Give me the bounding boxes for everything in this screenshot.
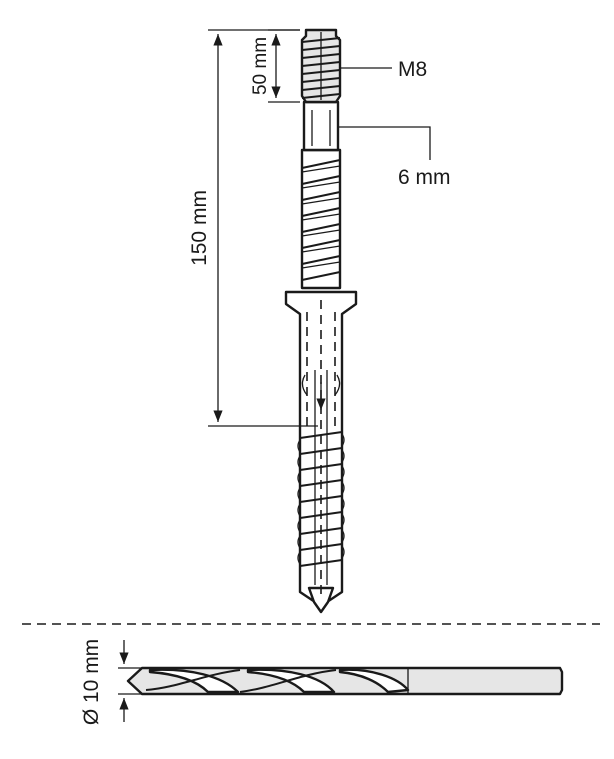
thread-label: M8 [398,58,427,81]
thread-length-label: 50 mm [250,37,271,95]
dimension-drill-diameter: Ø 10 mm [80,639,150,725]
drill-bit-icon [126,666,564,696]
dimension-total-length: 150 mm [188,29,318,427]
total-length-label: 150 mm [188,190,211,266]
thread-callout: M8 [340,58,427,81]
hanger-bolt-with-plug-icon [284,28,358,614]
dimension-thread-length: 50 mm [250,29,300,103]
shank-icon [302,100,340,152]
shank-label: 6 mm [398,166,451,189]
wood-thread-icon [300,148,342,290]
shank-callout: 6 mm [338,126,451,189]
machine-thread-icon [300,28,342,104]
drill-diameter-label: Ø 10 mm [80,639,103,725]
